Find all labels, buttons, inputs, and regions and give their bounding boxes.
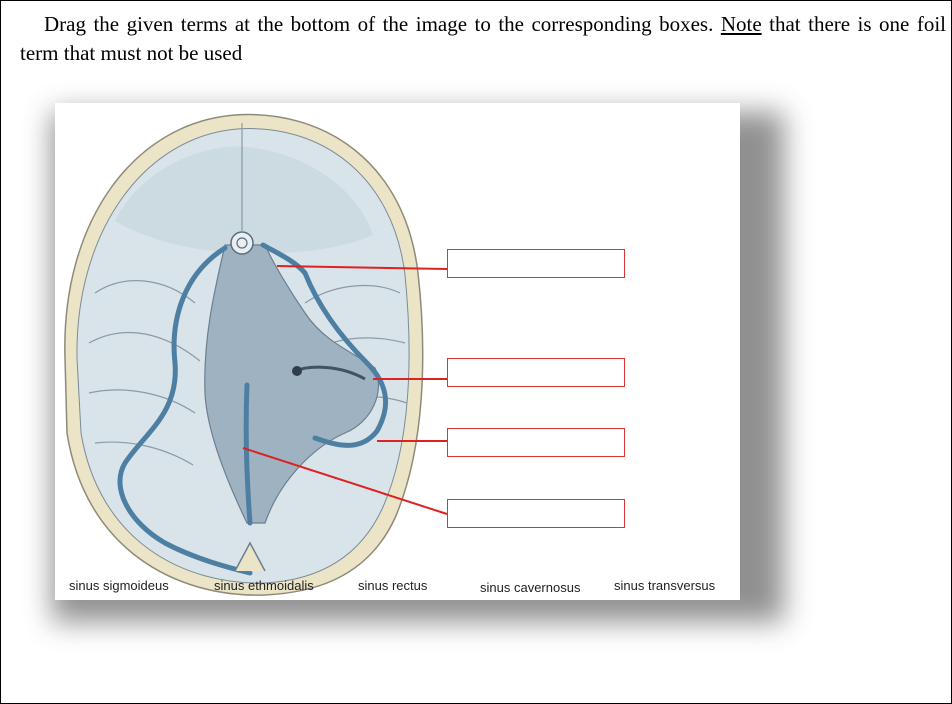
instructions-note: Note: [721, 12, 762, 36]
answer-box-2[interactable]: [447, 358, 625, 387]
term-sinus-rectus[interactable]: sinus rectus: [358, 578, 427, 593]
answer-box-3[interactable]: [447, 428, 625, 457]
image-panel: [55, 103, 740, 600]
skull-base-illustration: [55, 103, 740, 600]
answer-box-1[interactable]: [447, 249, 625, 278]
instructions-lead: Drag the given terms at the bottom of th…: [44, 12, 713, 36]
term-sinus-ethmoidalis[interactable]: sinus ethmoidalis: [214, 578, 314, 593]
term-sinus-sigmoideus[interactable]: sinus sigmoideus: [69, 578, 169, 593]
answer-box-4[interactable]: [447, 499, 625, 528]
instructions: Drag the given terms at the bottom of th…: [20, 10, 946, 68]
term-sinus-transversus[interactable]: sinus transversus: [614, 578, 715, 593]
term-sinus-cavernosus[interactable]: sinus cavernosus: [480, 580, 580, 595]
